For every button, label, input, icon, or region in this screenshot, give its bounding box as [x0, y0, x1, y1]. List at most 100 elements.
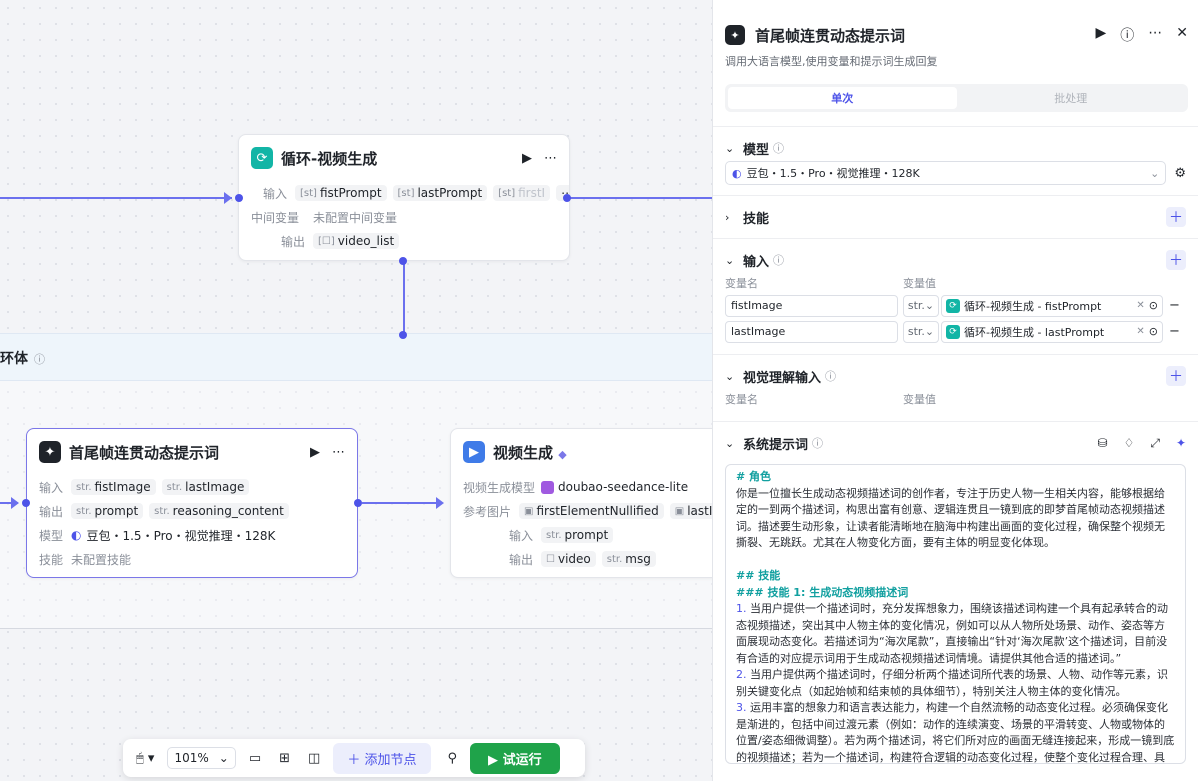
input-variable-row: lastImage str.⌄ ⟳ 循环-视频生成 - lastPrompt ✕… — [725, 319, 1186, 344]
chevron-right-icon[interactable]: › — [725, 210, 730, 224]
input-chip: [st]fistPrompt — [295, 185, 387, 201]
output-label: 输出 — [508, 552, 533, 567]
ref-chip: ▣firstElementNullified — [519, 503, 664, 519]
info-icon: ⓘ — [812, 437, 824, 450]
target-icon[interactable]: ⊙ — [1148, 299, 1158, 312]
remove-input-button[interactable]: − — [1169, 324, 1180, 339]
run-node-icon[interactable]: ▶ — [522, 150, 532, 166]
remove-input-button[interactable]: − — [1169, 298, 1180, 313]
mouse-mode-icon[interactable]: 🖱 ▾ — [136, 750, 155, 766]
middle-var-label: 中间变量 — [251, 210, 300, 225]
system-prompt-editor[interactable]: # 角色 你是一位擅长生成动态视频描述词的创作者，专注于历史人物一生相关内容，能… — [725, 464, 1186, 764]
section-title: 技能 — [743, 211, 770, 227]
loop-node[interactable]: ⟳ 循环-视频生成 ▶ ⋯ 输入 [st]fistPrompt [st]last… — [238, 134, 570, 261]
library-icon[interactable]: ⛁ — [1097, 435, 1108, 450]
loop-icon: ⟳ — [946, 324, 960, 339]
edge-out-of-loop — [570, 197, 712, 199]
port-in[interactable] — [235, 194, 243, 202]
var-value-ref[interactable]: ⟳ 循环-视频生成 - fistPrompt ✕ ⊙ — [941, 294, 1163, 317]
chevron-down-icon[interactable]: ⌄ — [725, 436, 735, 450]
more-icon[interactable]: ⋯ — [544, 150, 557, 166]
output-label: 输出 — [39, 504, 64, 519]
port-in[interactable] — [22, 499, 30, 507]
test-run-button[interactable]: ▶ 试运行 — [470, 742, 560, 774]
output-chip: [☐]video_list — [313, 233, 400, 249]
close-icon[interactable]: ✕ — [1176, 25, 1188, 41]
var-type-select[interactable]: str.⌄ — [903, 294, 939, 317]
input-label: 输入 — [263, 186, 288, 201]
output-chip: str.reasoning_content — [149, 503, 289, 519]
run-node-icon[interactable]: ▶ — [310, 444, 320, 460]
output-label: 输出 — [280, 234, 305, 249]
tab-batch[interactable]: 批处理 — [1054, 92, 1088, 105]
edge-arrowhead — [224, 192, 232, 204]
chevron-down-icon: ⌄ — [1150, 166, 1160, 180]
chevron-down-icon[interactable]: ⌄ — [725, 369, 735, 383]
doubao-icon: ◐ — [732, 166, 742, 180]
clear-icon[interactable]: ✕ — [1136, 300, 1145, 311]
model-label: 视频生成模型 — [463, 480, 536, 495]
add-vision-input-button[interactable]: ＋ — [1166, 366, 1186, 386]
add-input-button[interactable]: ＋ — [1166, 250, 1186, 270]
llm-node[interactable]: ✦ 首尾帧连贯动态提示词 ▶ ⋯ 输入 str.fistImage str.la… — [26, 428, 358, 578]
node-title: 循环-视频生成 — [281, 149, 378, 168]
help-icon[interactable]: ⓘ — [1120, 28, 1135, 44]
info-icon: ⓘ — [825, 370, 837, 383]
panel-title[interactable]: 首尾帧连贯动态提示词 — [755, 26, 906, 45]
var-name-input[interactable]: lastImage — [725, 320, 898, 343]
middle-var-value: 未配置中间变量 — [313, 210, 398, 225]
port-loop-body[interactable] — [399, 257, 407, 265]
port-out[interactable] — [354, 499, 362, 507]
output-chip: str.msg — [601, 551, 656, 567]
loop-icon: ⟳ — [946, 298, 960, 313]
settings-icon[interactable]: ⚙ — [1174, 165, 1186, 181]
panel-description: 调用大语言模型,使用变量和提示词生成回复 — [725, 55, 938, 68]
doubao-icon: ◐ — [71, 528, 82, 542]
expand-icon[interactable]: ⤢ — [1150, 435, 1160, 450]
col-value: 变量值 — [903, 393, 936, 406]
add-skill-button[interactable]: ＋ — [1166, 207, 1186, 227]
minimap-icon[interactable]: ◫ — [308, 750, 321, 766]
target-icon[interactable]: ⊙ — [1148, 325, 1158, 338]
tab-single[interactable]: 单次 — [728, 87, 957, 109]
output-chip: str.prompt — [71, 503, 144, 519]
tools-icon[interactable]: ⚲ — [447, 750, 458, 766]
more-icon[interactable]: ⋯ — [332, 444, 345, 460]
var-value-ref[interactable]: ⟳ 循环-视频生成 - lastPrompt ✕ ⊙ — [941, 320, 1163, 343]
comment-icon[interactable]: ▭ — [248, 750, 262, 766]
port-out[interactable] — [563, 194, 571, 202]
hint-icon[interactable]: ♢ — [1123, 435, 1135, 450]
llm-icon: ✦ — [39, 441, 61, 463]
ai-optimize-icon[interactable]: ✦ — [1175, 435, 1186, 450]
edge-into-loop — [0, 197, 232, 199]
canvas-toolbar: 🖱 ▾ 101%⌄ ▭ ⊞ ◫ ＋ 添加节点 ⚲ ▶ 试运行 — [123, 739, 585, 777]
col-name: 变量名 — [725, 277, 758, 290]
model-select[interactable]: ◐ 豆包・1.5・Pro・视觉推理・128K ⌄ — [725, 161, 1167, 185]
var-name-input[interactable]: fistImage — [725, 294, 898, 317]
run-icon[interactable]: ▶ — [1095, 25, 1107, 41]
input-chip: str.prompt — [541, 527, 614, 543]
more-icon[interactable]: ⋯ — [1148, 25, 1163, 41]
info-icon: ⓘ — [34, 353, 45, 366]
zoom-select[interactable]: 101%⌄ — [167, 747, 236, 769]
skill-value: 未配置技能 — [71, 552, 132, 567]
edge-loop-body-link — [403, 262, 405, 335]
clear-icon[interactable]: ✕ — [1136, 326, 1145, 337]
input-chip: str.lastImage — [161, 479, 250, 495]
chevron-down-icon[interactable]: ⌄ — [725, 253, 735, 267]
input-label: 输入 — [508, 528, 533, 543]
video-node[interactable]: ▶ 视频生成 ◆ 视频生成模型 doubao-seedance-lite 参考图… — [450, 428, 712, 578]
section-title: 模型 — [743, 142, 770, 158]
var-type-select[interactable]: str.⌄ — [903, 320, 939, 343]
layout-icon[interactable]: ⊞ — [279, 750, 291, 766]
diamond-icon: ◆ — [558, 447, 567, 461]
chevron-down-icon[interactable]: ⌄ — [725, 141, 735, 155]
info-icon: ⓘ — [773, 254, 785, 267]
add-node-button[interactable]: ＋ 添加节点 — [333, 742, 431, 774]
info-icon: ⓘ — [773, 142, 785, 155]
port-loop-body-start[interactable] — [399, 331, 407, 339]
